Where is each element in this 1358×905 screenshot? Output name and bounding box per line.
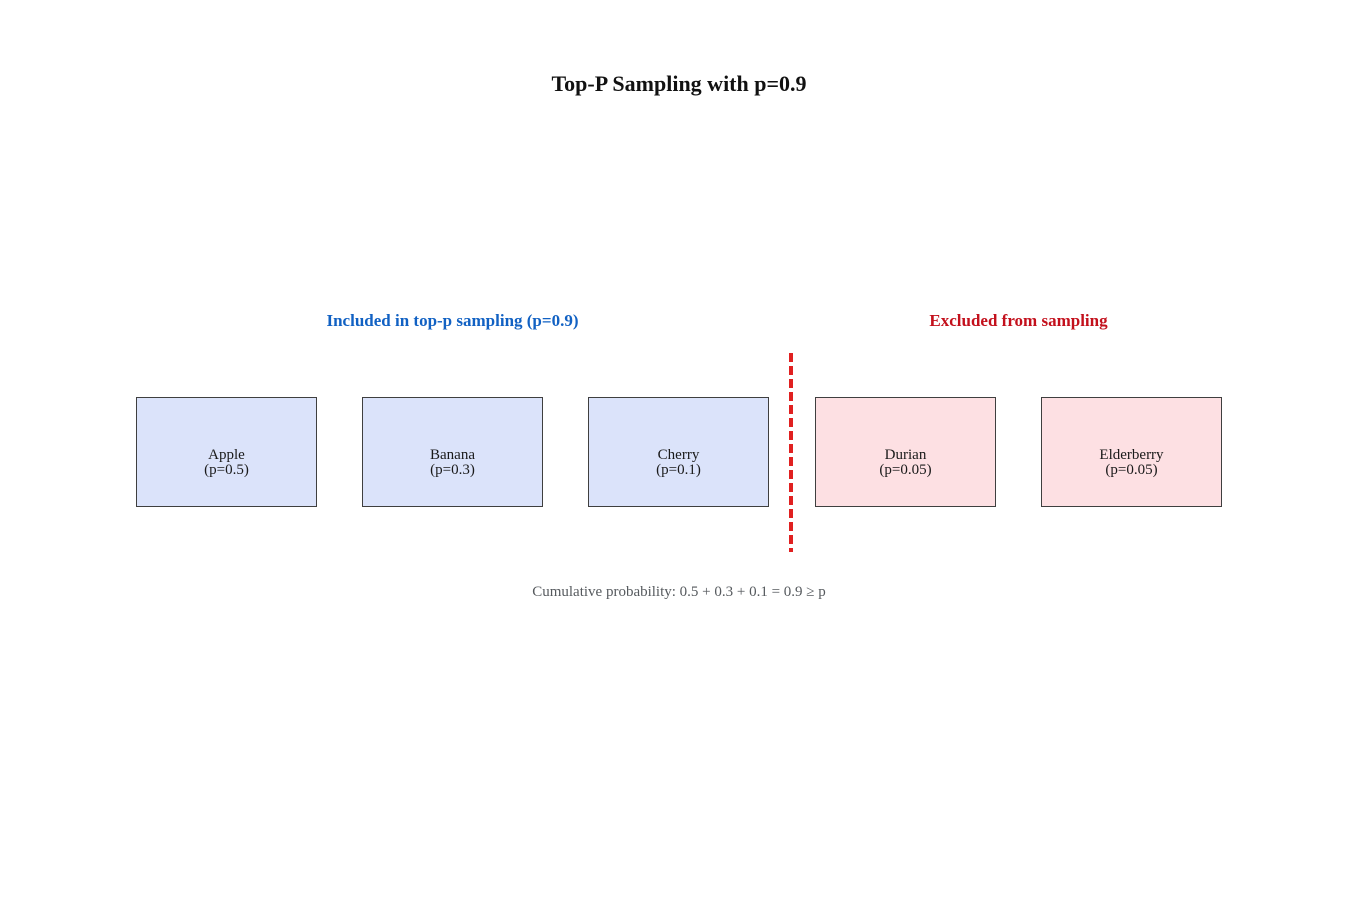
token-probability: (p=0.1) xyxy=(656,462,701,478)
token-box-elderberry: Elderberry (p=0.05) xyxy=(1041,397,1222,507)
token-probability: (p=0.3) xyxy=(430,462,475,478)
token-box-durian: Durian (p=0.05) xyxy=(815,397,996,507)
token-box-cherry: Cherry (p=0.1) xyxy=(588,397,769,507)
token-name: Durian xyxy=(884,446,927,463)
cumulative-probability-caption: Cumulative probability: 0.5 + 0.3 + 0.1 … xyxy=(532,584,826,600)
included-section-label: Included in top-p sampling (p=0.9) xyxy=(326,311,579,330)
token-probability: (p=0.5) xyxy=(204,462,249,478)
token-probability: (p=0.05) xyxy=(879,462,932,478)
token-name: Apple xyxy=(208,446,245,463)
diagram-title: Top-P Sampling with p=0.9 xyxy=(551,71,807,96)
token-name: Banana xyxy=(430,446,475,463)
token-box-apple: Apple (p=0.5) xyxy=(136,397,317,507)
top-p-cutoff-divider-line xyxy=(789,353,793,552)
token-box-banana: Banana (p=0.3) xyxy=(362,397,543,507)
token-name: Elderberry xyxy=(1099,446,1164,463)
excluded-section-label: Excluded from sampling xyxy=(929,311,1108,330)
token-probability: (p=0.05) xyxy=(1105,462,1158,478)
token-name: Cherry xyxy=(657,446,700,463)
